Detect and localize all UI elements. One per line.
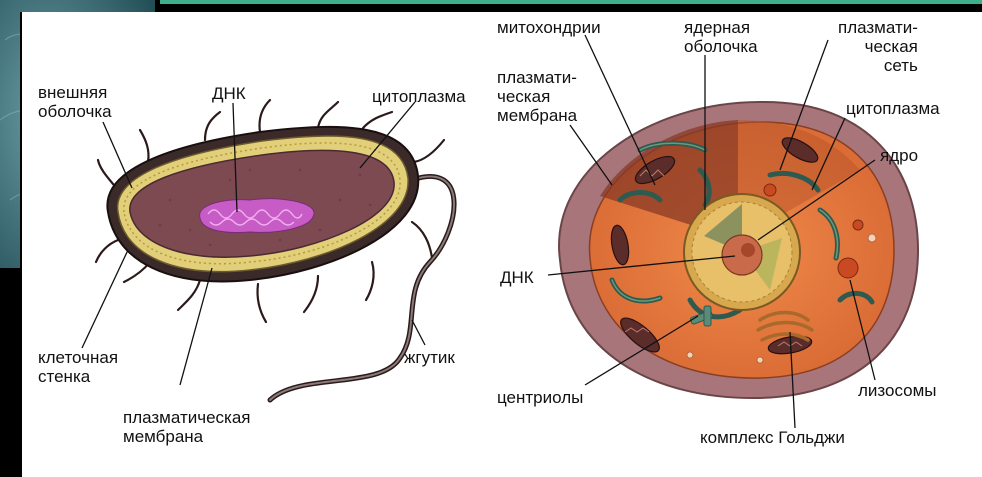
- label-plasma-membrane-eukaryote: плазмати- ческая мембрана: [497, 68, 577, 125]
- label-plasma-membrane-prokaryote: плазматическая мембрана: [123, 408, 251, 446]
- label-cytoplasm-prokaryote: цитоплазма: [372, 87, 466, 106]
- label-centrioles: центриолы: [497, 388, 583, 407]
- label-lysosomes: лизосомы: [858, 381, 937, 400]
- label-flagellum: жгутик: [404, 348, 455, 367]
- label-mitochondria: митохондрии: [497, 18, 601, 37]
- label-golgi: комплекс Гольджи: [700, 428, 845, 447]
- label-er: плазмати- ческая сеть: [838, 18, 918, 75]
- label-cell-wall: клеточная стенка: [38, 348, 118, 386]
- label-dna-eukaryote: ДНК: [500, 268, 534, 287]
- label-nucleus: ядро: [880, 146, 918, 165]
- label-nuclear-envelope: ядерная оболочка: [684, 18, 758, 56]
- slide-accent-bar: [160, 0, 982, 4]
- label-dna-prokaryote: ДНК: [212, 84, 246, 103]
- frame-left: [0, 285, 20, 477]
- label-outer-shell: внешняя оболочка: [38, 83, 112, 121]
- label-cytoplasm-eukaryote: цитоплазма: [846, 99, 940, 118]
